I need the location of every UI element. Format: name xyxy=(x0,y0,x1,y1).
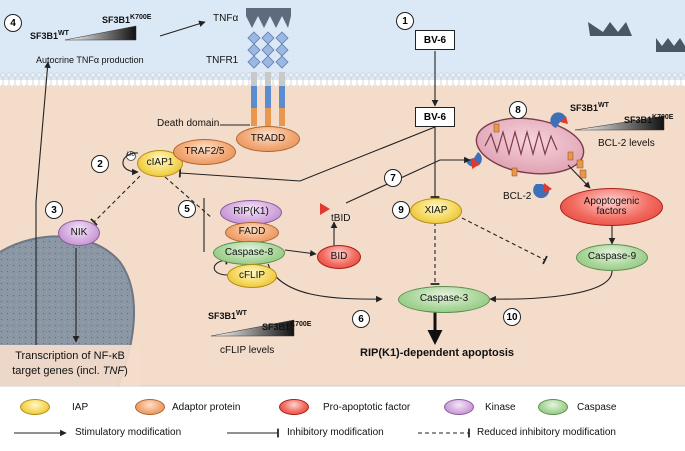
node-fadd: FADD xyxy=(225,222,279,243)
label-tnfr1: TNFR1 xyxy=(206,55,239,66)
legend-swatch-adaptor xyxy=(135,399,165,415)
arrow-mitochondria-to-apoptogenic xyxy=(567,164,591,189)
node-tradd: TRADD xyxy=(236,126,300,152)
node-xiap: XIAP xyxy=(410,198,462,224)
node-ripk1: RIP(K1) xyxy=(220,200,282,225)
legend-label-inhibitory: Inhibitory modification xyxy=(287,427,384,438)
node-caspase9: Caspase-9 xyxy=(576,244,648,271)
legend-swatch-caspase xyxy=(538,399,568,415)
label-sf3b1-wt-top: SF3B1WT xyxy=(30,30,69,41)
label-cflip-levels: cFLIP levels xyxy=(220,345,275,356)
node-traf25: TRAF2/5 xyxy=(173,139,236,165)
step-1: 1 xyxy=(396,12,414,30)
legend-label-reduced: Reduced inhibitory modification xyxy=(477,427,616,438)
label-sf3b1-k700e-top: SF3B1K700E xyxy=(102,14,152,25)
step-10: 10 xyxy=(503,308,521,326)
label-sf3b1-wt-right: SF3B1WT xyxy=(570,102,609,113)
inhibition-bv6-ciap1 xyxy=(178,126,436,182)
step-8: 8 xyxy=(509,101,527,119)
step-7: 7 xyxy=(384,169,402,187)
apoptogenic-label-line2: factors xyxy=(596,206,627,217)
sf3b1-wedge-top xyxy=(64,25,137,41)
bv6-intracellular-box: BV-6 xyxy=(415,107,455,127)
legend-label-proapoptotic: Pro-apoptotic factor xyxy=(323,402,411,413)
node-apoptogenic-factors: Apoptogenic factors xyxy=(560,188,663,226)
tnfr1-receptor xyxy=(246,8,291,126)
legend-label-stimulatory: Stimulatory modification xyxy=(75,427,182,438)
legend-swatch-iap xyxy=(20,399,50,415)
extracellular-bv6-shape-1 xyxy=(588,22,632,36)
sf3b1-wedge-right xyxy=(574,115,665,131)
step-6: 6 xyxy=(352,310,370,328)
step-5: 5 xyxy=(178,200,196,218)
label-ub: Ub xyxy=(127,152,135,158)
label-bcl2-levels: BCL-2 levels xyxy=(598,138,655,149)
node-caspase3: Caspase-3 xyxy=(398,286,490,313)
label-tbid: tBID xyxy=(331,213,351,224)
legend-label-kinase: Kinase xyxy=(485,402,516,413)
ubiquitination-loop xyxy=(122,152,139,176)
transcription-line2: target genes (incl. TNF) xyxy=(12,364,128,377)
label-bcl2: BCL-2 xyxy=(503,191,532,202)
label-autocrine: Autocrine TNFα production xyxy=(36,55,144,65)
label-death-domain: Death domain xyxy=(157,118,220,129)
label-sf3b1-wt-mid: SF3B1WT xyxy=(208,310,247,321)
node-cflip: cFLIP xyxy=(227,264,277,288)
plasma-membrane xyxy=(0,72,685,86)
legend-swatch-kinase xyxy=(444,399,474,415)
label-transcription: Transcription of NF-κB target genes (inc… xyxy=(6,349,134,379)
sf3b1-wedge-mid xyxy=(210,319,295,337)
reduced-inhibition-xiap-caspase9 xyxy=(461,217,548,265)
mitochondrion xyxy=(475,117,587,179)
arrow-tbid-to-mitochondria xyxy=(345,156,471,204)
legend-swatch-proapoptotic xyxy=(279,399,309,415)
node-caspase8: Caspase-8 xyxy=(213,241,285,265)
legend-background xyxy=(0,386,685,451)
arrow-autocrine-to-tnfa xyxy=(159,20,206,37)
apoptogenic-label-line1: Apoptogenic xyxy=(583,195,640,207)
node-bid: BID xyxy=(317,245,361,269)
arrow-transcription-to-autocrine xyxy=(35,61,51,345)
transcription-line1: Transcription of NF-κB xyxy=(15,350,125,362)
label-sf3b1-k700e-mid: SF3B1K700E xyxy=(262,321,312,332)
legend-label-adaptor: Adaptor protein xyxy=(172,402,241,413)
reduced-inhibition-ciap1-nik xyxy=(90,175,141,226)
transcription-label-background xyxy=(0,345,140,386)
label-sf3b1-k700e-right: SF3B1K700E xyxy=(624,114,674,125)
bv6-extracellular-box: BV-6 xyxy=(415,30,455,50)
node-nik: NIK xyxy=(58,220,100,246)
extracellular-bv6-shape-2 xyxy=(656,38,685,52)
step-2: 2 xyxy=(91,155,109,173)
legend-label-iap: IAP xyxy=(72,402,89,413)
legend-label-caspase: Caspase xyxy=(577,402,617,413)
step-3: 3 xyxy=(45,201,63,219)
step-4: 4 xyxy=(4,14,22,32)
label-tnfa: TNFα xyxy=(213,13,239,24)
arrow-caspase8-to-bid xyxy=(284,249,317,257)
label-outcome: RIP(K1)-dependent apoptosis xyxy=(360,347,515,359)
tbid-markers xyxy=(320,116,568,215)
nuclear-envelope xyxy=(0,235,135,387)
arrow-caspase9-to-caspase3 xyxy=(489,270,613,303)
step-9: 9 xyxy=(392,201,410,219)
